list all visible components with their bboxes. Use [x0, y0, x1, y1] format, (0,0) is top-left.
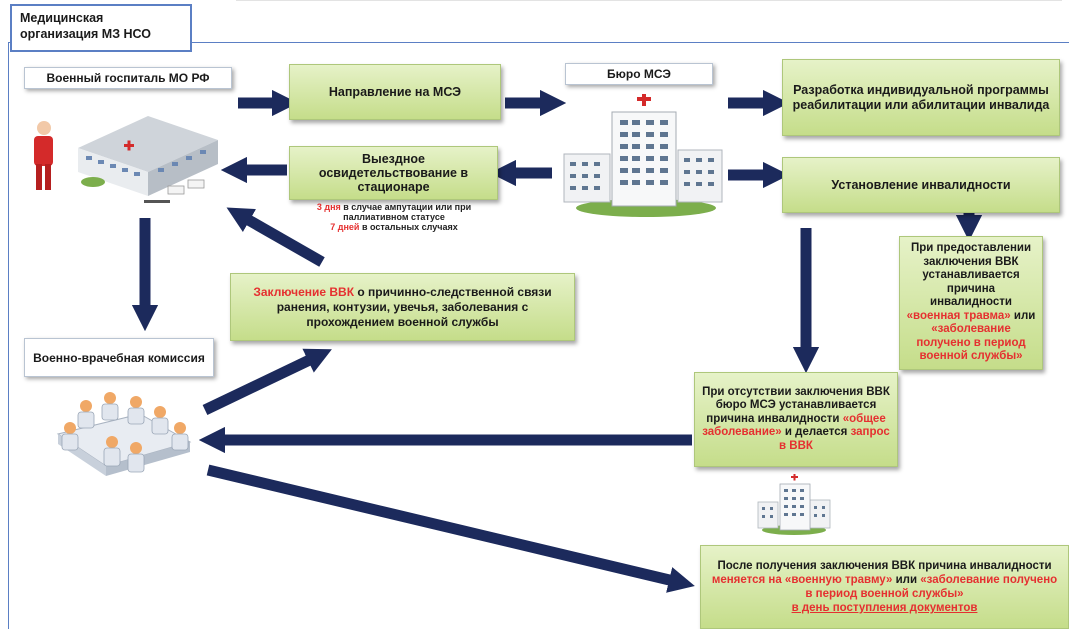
box-onsite-exam: Выездное освидетельствование в стационар… — [289, 146, 498, 200]
box-vvk-conclusion: Заключение ВВК о причинно-следственной с… — [230, 273, 575, 341]
box-establish-disability: Установление инвалидности — [782, 157, 1060, 213]
box-with-vvk-conclusion: При предоставлении заключения ВВК устана… — [899, 236, 1043, 370]
arrow-commission-to-conclusion — [202, 348, 332, 415]
without-vvk-request: запрос в ВВК — [779, 426, 890, 452]
hospital-building-icon — [78, 116, 218, 203]
bureau-building-icon — [563, 94, 723, 217]
box-establish-disability-text: Установление инвалидности — [831, 177, 1011, 192]
box-vvk-conclusion-text: Заключение ВВК о причинно-следственной с… — [239, 285, 566, 330]
commission-member-icons — [61, 392, 189, 473]
without-vvk-text-1: При отсутствии заключения ВВК бюро МСЭ у… — [702, 385, 890, 425]
org-label-text: Медицинская организация МЗ НСО — [20, 11, 151, 41]
box-rehab-program-text: Разработка индивидуальной программы реаб… — [792, 82, 1050, 112]
commission-meeting-illustration — [56, 392, 192, 476]
box-without-vvk-conclusion: При отсутствии заключения ВВК бюро МСЭ у… — [694, 372, 898, 467]
frame-top-line — [8, 42, 1069, 43]
with-vvk-text-2: или — [1010, 309, 1036, 322]
onsite-note: 3 дня в случае ампутации или при паллиат… — [300, 202, 488, 232]
org-label: Медицинская организация МЗ НСО — [10, 4, 192, 52]
frame-left-line — [8, 42, 9, 629]
without-vvk-general-illness: «общее заболевание» — [702, 412, 886, 439]
vvk-conclusion-title: Заключение ВВК — [253, 284, 355, 299]
box-onsite-exam-text: Выездное освидетельствование в стационар… — [318, 152, 469, 194]
onsite-note-3-days: 3 дня — [316, 202, 341, 212]
after-vvk-text-1: После получения заключения ВВК причина и… — [717, 560, 1052, 572]
vvk-conclusion-body: о причинно-следственной связи ранения, к… — [276, 284, 552, 329]
arrow-commission-to-after-vvk — [206, 464, 695, 593]
bureau-label-text: Бюро МСЭ — [607, 67, 671, 81]
bureau-label: Бюро МСЭ — [565, 63, 713, 85]
after-vvk-same-day: в день поступления документов — [791, 602, 978, 614]
after-vvk-service-illness: «заболевание получено в период военной с… — [805, 574, 1058, 600]
hospital-label: Военный госпиталь МО РФ — [24, 67, 232, 89]
without-vvk-text-2: и делается — [781, 426, 851, 439]
onsite-note-3-days-text: в случае ампутации или при паллиативном … — [340, 202, 472, 222]
box-referral-text: Направление на МСЭ — [328, 84, 462, 99]
with-vvk-military-trauma: «военная травма» — [906, 309, 1011, 322]
after-vvk-text-2: или — [892, 574, 921, 586]
commission-label-text: Военно-врачебная комиссия — [33, 350, 205, 365]
onsite-note-7-days-text: в остальных случаях — [359, 222, 458, 232]
box-after-vvk-conclusion-text: После получения заключения ВВК причина и… — [709, 559, 1060, 615]
box-referral: Направление на МСЭ — [289, 64, 501, 120]
small-bureau-building-icon — [757, 474, 831, 535]
box-without-vvk-conclusion-text: При отсутствии заключения ВВК бюро МСЭ у… — [701, 386, 891, 454]
hospital-label-text: Военный госпиталь МО РФ — [46, 71, 210, 85]
after-vvk-changes: меняется на «военную травму» — [711, 574, 893, 586]
person-icon — [34, 121, 53, 190]
box-after-vvk-conclusion: После получения заключения ВВК причина и… — [700, 545, 1069, 629]
with-vvk-service-illness: «заболевание получено в период военной с… — [916, 323, 1026, 363]
hospital-illustration — [34, 116, 218, 203]
arrow-conclusion-to-hospital — [226, 207, 325, 267]
box-with-vvk-conclusion-text: При предоставлении заключения ВВК устана… — [906, 242, 1036, 364]
red-cross-icon — [637, 94, 651, 106]
top-divider — [236, 0, 1062, 1]
onsite-note-7-days: 7 дней — [330, 222, 360, 232]
box-rehab-program: Разработка индивидуальной программы реаб… — [782, 59, 1060, 136]
with-vvk-text-1: При предоставлении заключения ВВК устана… — [910, 242, 1032, 309]
onsite-note-line1: 3 дня в случае ампутации или при паллиат… — [300, 202, 488, 222]
onsite-note-line2: 7 дней в остальных случаях — [300, 222, 488, 232]
commission-label: Военно-врачебная комиссия — [24, 338, 214, 377]
